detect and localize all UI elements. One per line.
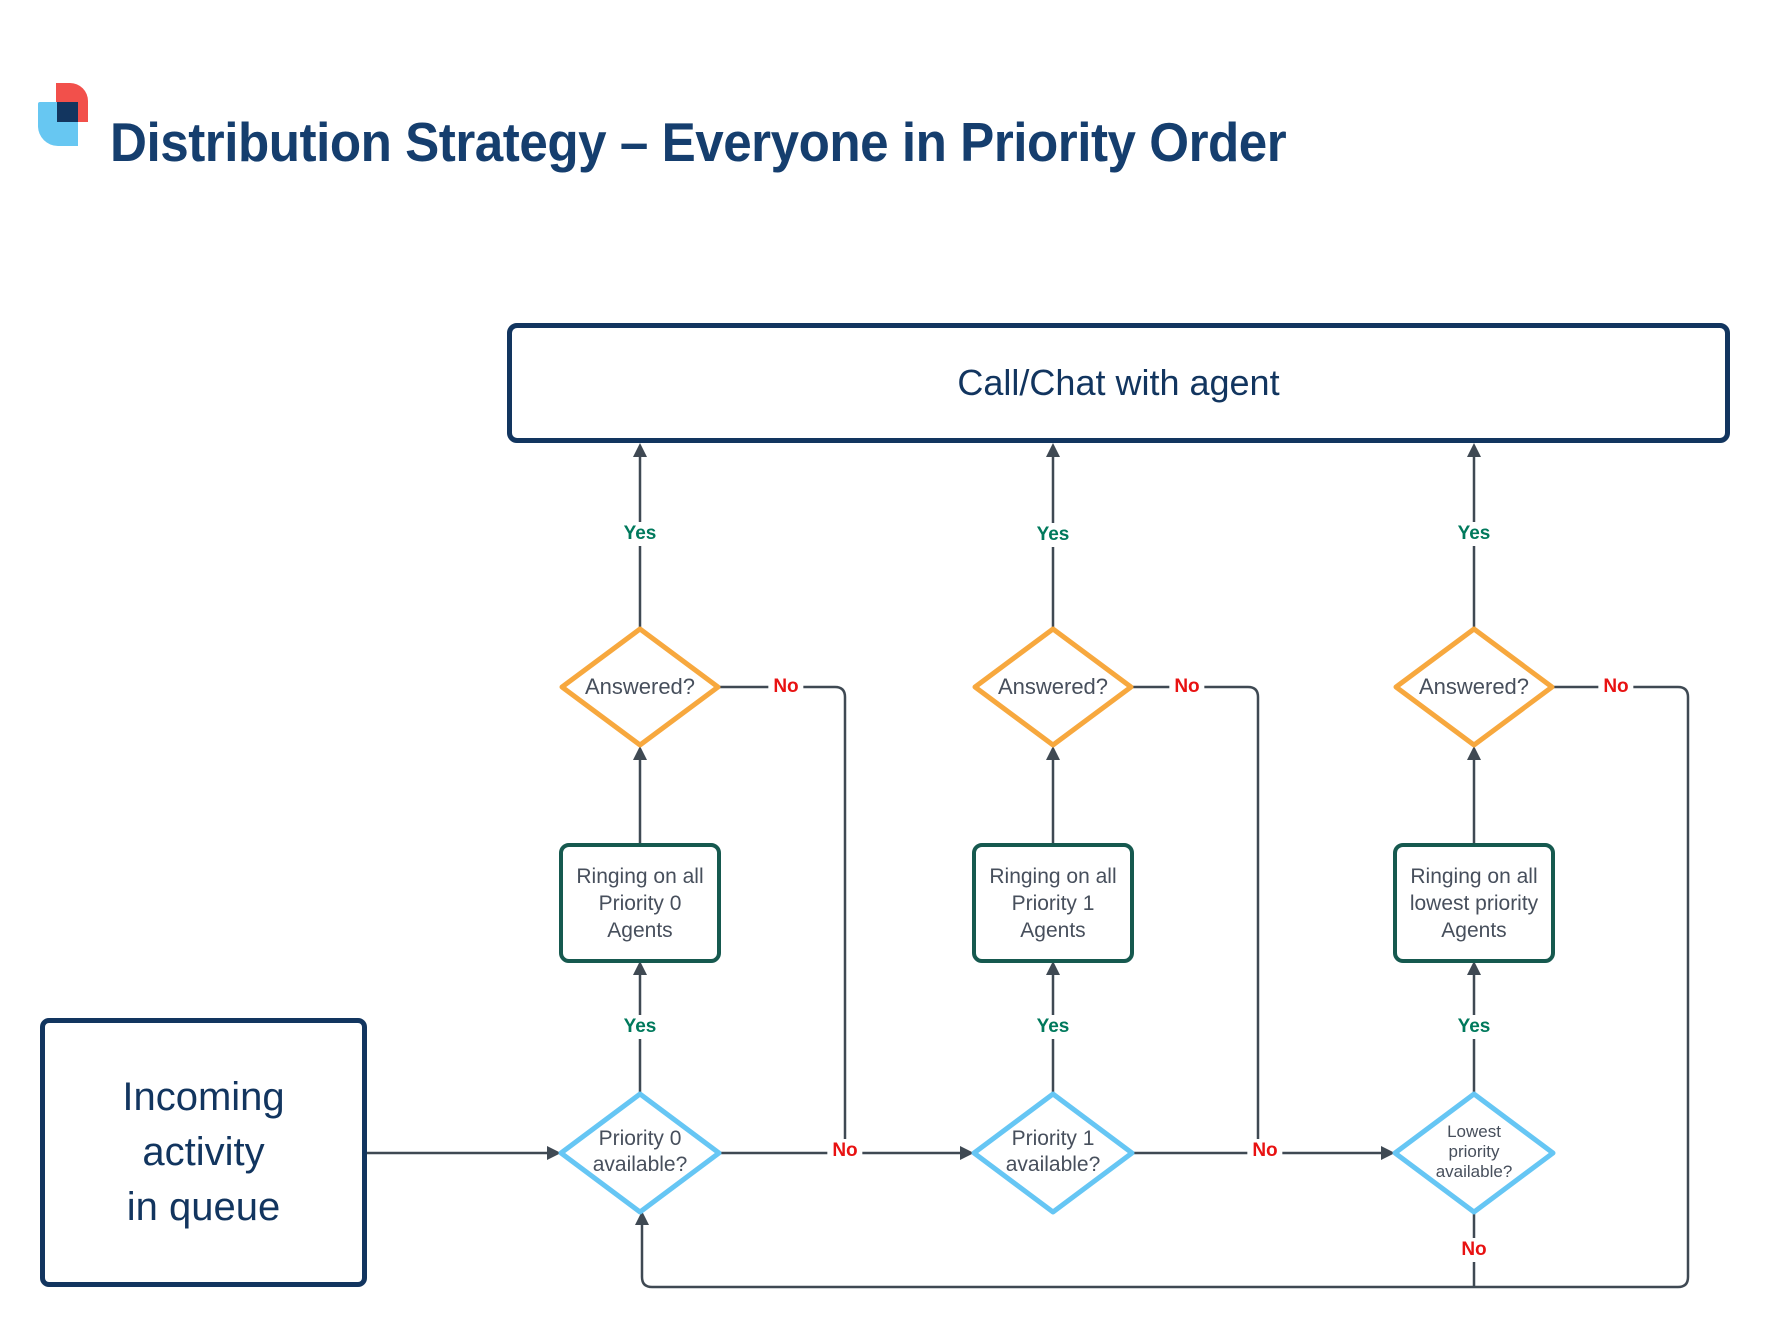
node-ringing-priority0: Ringing on all Priority 0 Agents: [559, 843, 721, 963]
node-ringing-lowest: Ringing on all lowest priority Agents: [1393, 843, 1555, 963]
diamond-available-3: [1392, 1091, 1556, 1215]
edge-label-yes-available-2: Yes: [1031, 1015, 1075, 1039]
node-ringing-priority1: Ringing on all Priority 1 Agents: [972, 843, 1134, 963]
diamond-answered-3: [1393, 626, 1555, 748]
edge-label-yes-answered-1: Yes: [618, 522, 662, 546]
edge-label-yes-answered-2: Yes: [1031, 523, 1075, 547]
diamond-available-1-label: Priority 0 available?: [592, 1127, 688, 1176]
diamond-answered-2: [972, 626, 1134, 748]
diamond-available-2-label: Priority 1 available?: [1005, 1127, 1101, 1176]
logo-navy-shape: [57, 102, 78, 122]
diamond-answered-2-label: Answered?: [997, 674, 1109, 699]
edge-label-no-available-1: No: [827, 1139, 863, 1163]
edge-label-no-available-2: No: [1247, 1139, 1283, 1163]
edge-label-yes-available-1: Yes: [618, 1015, 662, 1039]
diamond-answered-3-label: Answered?: [1418, 674, 1530, 699]
arrowheads: [547, 443, 1481, 1225]
node-call-chat-with-agent: Call/Chat with agent: [507, 323, 1730, 443]
node-ringing-lowest-label: Ringing on all lowest priority Agents: [1409, 864, 1539, 942]
answered-diamonds: [559, 626, 1555, 748]
diamond-available-3-label: Lowest priority available?: [1435, 1122, 1513, 1181]
diamond-available-2: [971, 1091, 1135, 1215]
diamond-available-1: [558, 1091, 722, 1215]
node-ringing-priority1-label: Ringing on all Priority 1 Agents: [989, 864, 1117, 942]
edge-label-no-answered-1: No: [768, 675, 804, 699]
node-incoming-label: Incoming activity in queue: [122, 1075, 285, 1229]
edge-label-yes-available-3: Yes: [1452, 1015, 1496, 1039]
node-incoming-activity: Incoming activity in queue: [40, 1018, 367, 1287]
edge-label-no-answered-2: No: [1169, 675, 1205, 699]
node-ringing-priority0-label: Ringing on all Priority 0 Agents: [576, 864, 704, 942]
edge-label-no-available-3: No: [1456, 1238, 1492, 1262]
available-diamonds: [558, 1091, 1556, 1215]
page-title: Distribution Strategy – Everyone in Prio…: [110, 111, 1287, 173]
edge-label-yes-answered-3: Yes: [1452, 522, 1496, 546]
diamond-answered-1-label: Answered?: [584, 674, 696, 699]
node-call-chat-label: Call/Chat with agent: [957, 362, 1280, 403]
diamond-answered-1: [559, 626, 721, 748]
edge-label-no-answered-3: No: [1598, 675, 1634, 699]
